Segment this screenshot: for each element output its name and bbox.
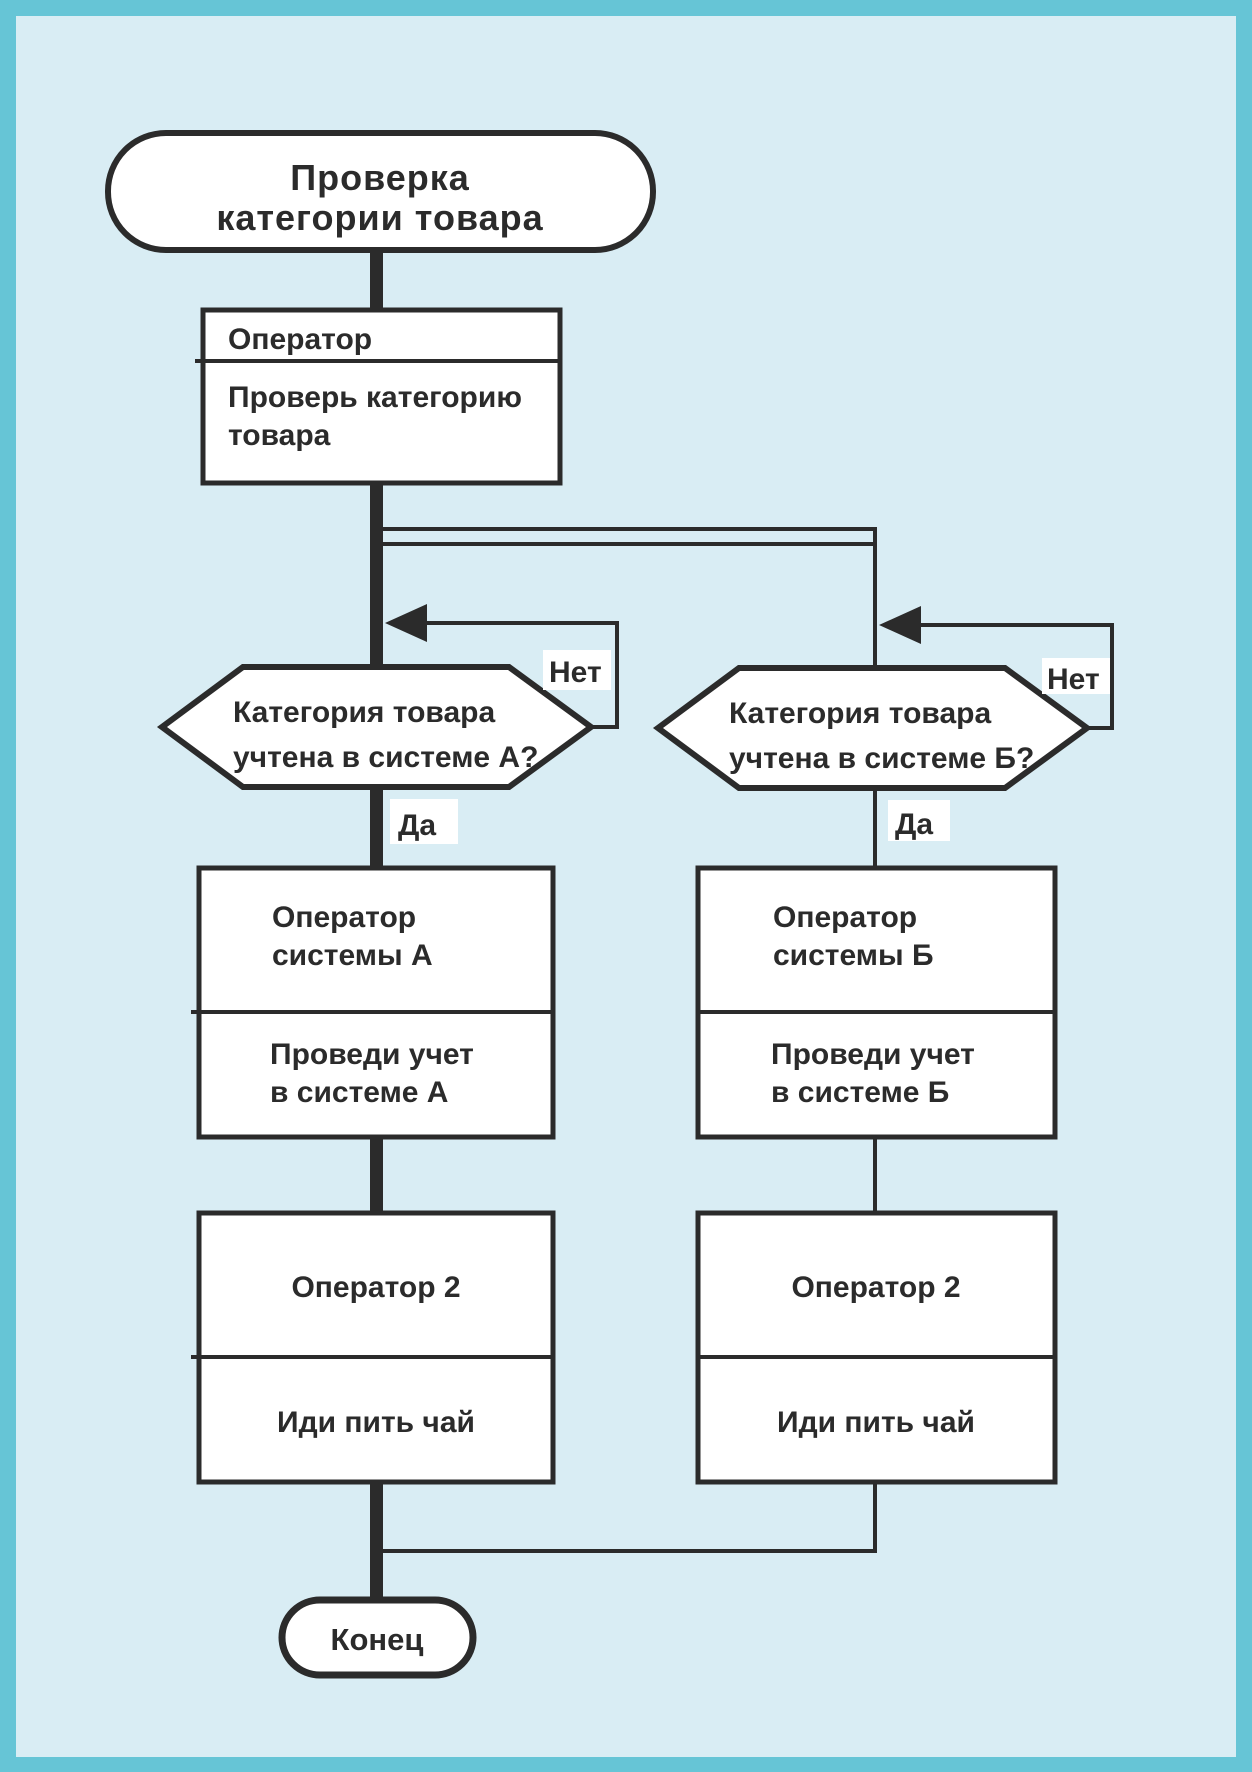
yes-a-label-bg bbox=[390, 799, 458, 844]
operator2-b-box-shape bbox=[695, 1210, 1058, 1485]
decision-b-line1: Категория товара bbox=[729, 697, 991, 730]
edge-label-yes-a: Да bbox=[390, 799, 458, 844]
operator-body-line1: Проверь категорию bbox=[228, 381, 522, 414]
end-label: Конец bbox=[331, 1622, 424, 1657]
operator-a-header-line1: Оператор bbox=[272, 901, 416, 934]
yes-a-label: Да bbox=[398, 809, 436, 842]
yes-b-label: Да bbox=[895, 808, 933, 841]
node-decision-a: Категория товара учтена в системе А? bbox=[156, 664, 597, 790]
start-title-line1: Проверка bbox=[290, 157, 470, 198]
start-title-line2: категории товара bbox=[216, 197, 543, 238]
no-b-label: Нет bbox=[1047, 663, 1100, 696]
operator-b-header-line2: системы Б bbox=[773, 939, 934, 972]
start-terminator-shape bbox=[105, 130, 656, 253]
decision-a-line2: учтена в системе А? bbox=[233, 741, 538, 774]
node-operator: Оператор Проверь категорию товара bbox=[195, 307, 563, 486]
operator2-b-body: Иди пить чай bbox=[777, 1406, 975, 1439]
operator2-a-body: Иди пить чай bbox=[277, 1406, 475, 1439]
loop-no-b bbox=[918, 623, 1114, 730]
no-a-label-bg bbox=[543, 650, 611, 690]
operator2-a-header: Оператор 2 bbox=[291, 1271, 460, 1304]
decision-a-shape bbox=[156, 664, 597, 790]
operator-a-box-shape bbox=[196, 865, 556, 1140]
arrowhead-no-b-icon bbox=[879, 606, 921, 644]
end-terminator-shape bbox=[278, 1596, 477, 1679]
node-operator2-a: Оператор 2 Иди пить чай bbox=[191, 1210, 556, 1485]
no-b-label-bg bbox=[1042, 658, 1110, 694]
operator-box-shape bbox=[200, 307, 563, 486]
node-decision-b: Категория товара учтена в системе Б? bbox=[652, 665, 1093, 791]
loop-no-a bbox=[424, 621, 619, 729]
node-operator-a: Оператор системы А Проведи учет в систем… bbox=[191, 865, 556, 1140]
edge-label-no-a: Нет bbox=[543, 650, 611, 690]
decision-a-line1: Категория товара bbox=[233, 696, 495, 729]
edge-label-yes-b: Да bbox=[888, 800, 950, 841]
decision-b-shape bbox=[652, 665, 1093, 791]
decision-b-line2: учтена в системе Б? bbox=[729, 742, 1034, 775]
node-end: Конец bbox=[278, 1596, 477, 1679]
arrowhead-no-a-icon bbox=[385, 604, 427, 642]
edge-label-no-b: Нет bbox=[1042, 658, 1110, 696]
node-start: Проверка категории товара bbox=[105, 130, 656, 253]
operator2-b-header: Оператор 2 bbox=[791, 1271, 960, 1304]
operator-b-body-line1: Проведи учет bbox=[771, 1038, 975, 1071]
operator2-a-box-shape bbox=[196, 1210, 556, 1485]
operator-header: Оператор bbox=[228, 323, 372, 356]
operator-body-line2: товара bbox=[228, 419, 331, 452]
operator-a-header-line2: системы А bbox=[272, 939, 433, 972]
no-a-label: Нет bbox=[549, 656, 602, 689]
operator-a-body-line2: в системе А bbox=[270, 1076, 448, 1109]
yes-b-label-bg bbox=[888, 800, 950, 841]
operator-a-body-line1: Проведи учет bbox=[270, 1038, 474, 1071]
operator-b-header-line1: Оператор bbox=[773, 901, 917, 934]
operator-b-body-line2: в системе Б bbox=[771, 1076, 949, 1109]
node-operator2-b: Оператор 2 Иди пить чай bbox=[695, 1210, 1058, 1485]
operator-b-box-shape bbox=[695, 865, 1058, 1140]
node-operator-b: Оператор системы Б Проведи учет в систем… bbox=[695, 865, 1058, 1140]
